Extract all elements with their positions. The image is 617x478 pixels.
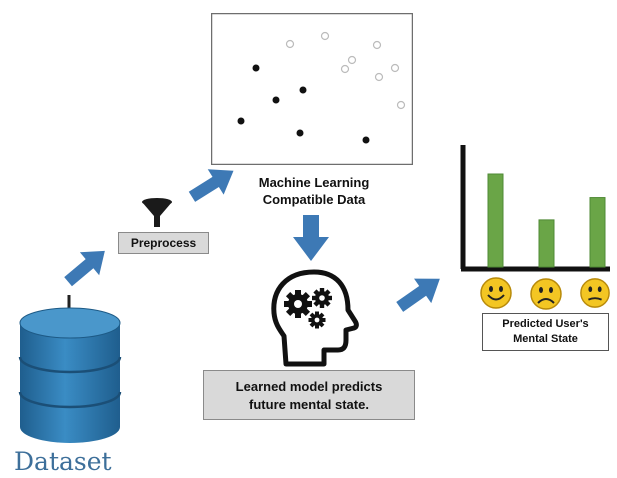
funnel-icon (142, 198, 172, 227)
sad-face-icon (530, 278, 562, 310)
bar-sad (538, 219, 555, 268)
scatter-plot-panel (211, 13, 413, 165)
neutral-face-icon (580, 278, 610, 308)
bar-neutral (589, 197, 606, 268)
arrow-down-icon (293, 215, 329, 261)
bar-happy (487, 173, 504, 268)
preprocess-box: Preprocess (118, 232, 209, 254)
arrow-icon (188, 169, 234, 202)
arrow-icon (396, 278, 440, 312)
hollow-points (285, 31, 406, 110)
happy-face-icon (480, 277, 512, 309)
head-gears-icon (271, 269, 359, 367)
database-icon (18, 295, 122, 443)
ml-data-label: Machine Learning Compatible Data (258, 175, 370, 207)
dataset-label: Dataset (14, 447, 112, 476)
filled-points (237, 64, 370, 144)
arrow-icon (64, 250, 105, 287)
bar-chart (460, 145, 610, 272)
model-box: Learned model predicts future mental sta… (203, 370, 415, 420)
prediction-box: Predicted User's Mental State (482, 313, 609, 351)
preprocess-label: Preprocess (130, 236, 197, 250)
